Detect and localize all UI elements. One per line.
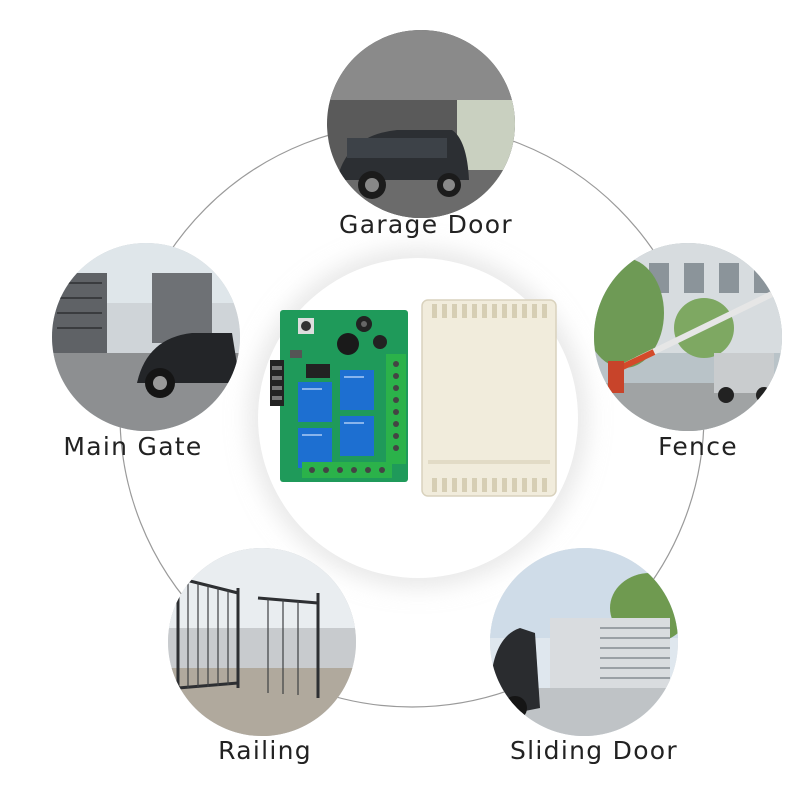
garage-door-photo bbox=[327, 30, 515, 218]
relay-board bbox=[270, 310, 408, 482]
label-garage-door: Garage Door bbox=[339, 210, 513, 239]
receiver-module-image bbox=[270, 299, 557, 497]
enclosure-case bbox=[421, 299, 557, 497]
main-gate-photo bbox=[52, 243, 240, 431]
railing-photo bbox=[168, 548, 356, 736]
label-fence: Fence bbox=[658, 432, 738, 461]
label-sliding-door: Sliding Door bbox=[510, 736, 678, 765]
label-main-gate: Main Gate bbox=[63, 432, 203, 461]
label-railing: Railing bbox=[218, 736, 312, 765]
sliding-door-photo bbox=[490, 548, 678, 736]
fence-photo bbox=[594, 243, 782, 431]
